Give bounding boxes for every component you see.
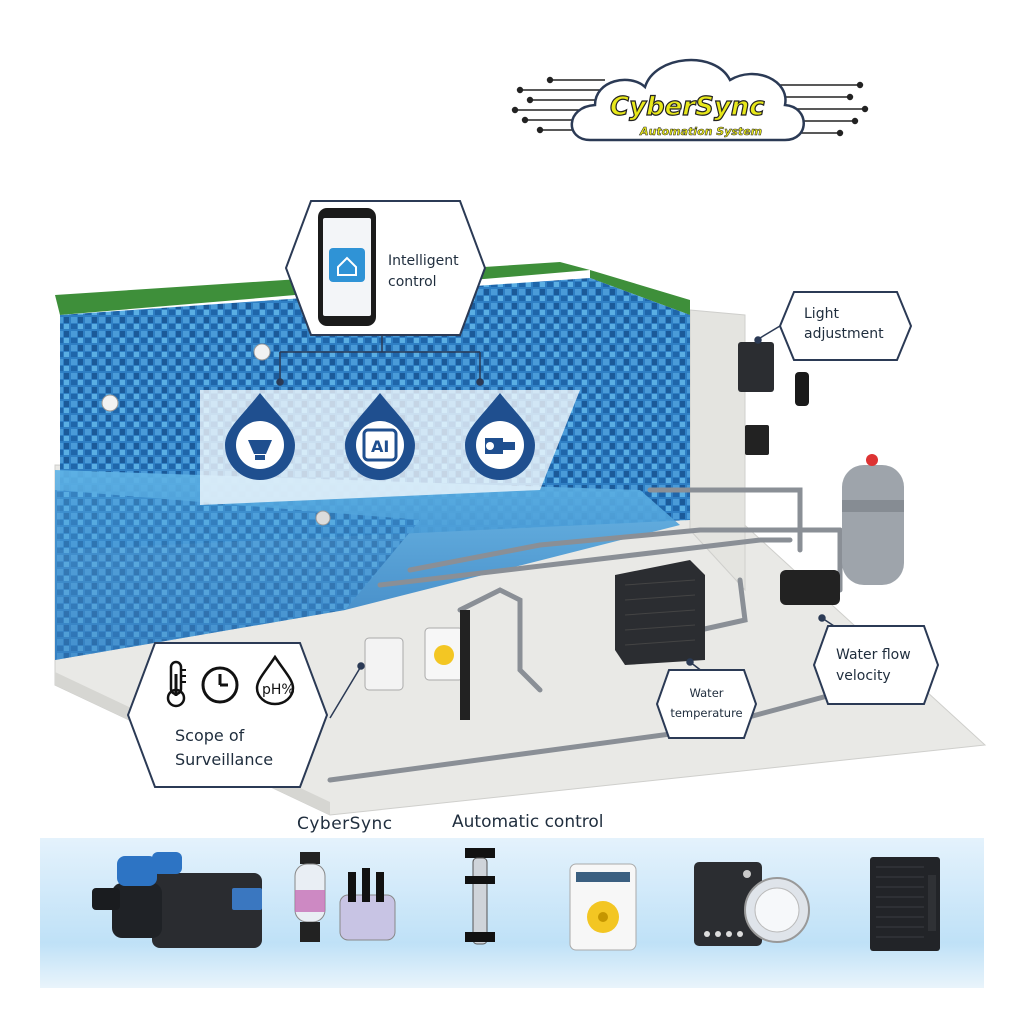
logo-graphic: CyberSync Automation System (511, 58, 869, 142)
callout-temp-line2: temperature (670, 706, 743, 720)
light-controller (738, 342, 774, 392)
svg-text:AI: AI (371, 437, 389, 456)
pool-light-icon (101, 394, 119, 412)
logo-tagline: Automation System (639, 125, 762, 138)
callout-flow-line2: velocity (836, 668, 891, 684)
clock-icon (201, 666, 239, 704)
chlorinator-unit (364, 637, 404, 691)
smartphone-icon (318, 208, 376, 326)
logo: CyberSync Automation System (510, 35, 870, 160)
feature-icon-ai: AI (345, 393, 415, 480)
callout-scope-line1: Scope of (175, 726, 245, 745)
label-cybersync: CyberSync (297, 814, 393, 834)
callout-scope-line2: Surveillance (175, 750, 274, 769)
pool-drain-icon (315, 510, 331, 526)
callout-intelligent-line2: control (388, 274, 437, 290)
product-uv-sterilizer (465, 848, 495, 945)
smart-home-app-icon (329, 248, 365, 282)
light-transformer (745, 425, 769, 455)
callout-water-flow-velocity: Water flow velocity (812, 624, 940, 706)
logo-brand: CyberSync (610, 92, 765, 122)
label-automatic-control: Automatic control (452, 812, 604, 832)
ph-drop-icon: pH% (255, 654, 295, 706)
product-heat-pump (870, 857, 940, 951)
feature-icon-pump (465, 393, 535, 480)
house-icon (337, 256, 357, 276)
callout-water-temperature: Water temperature (655, 668, 758, 740)
callout-light-line1: Light (804, 306, 839, 322)
pump-unit (780, 570, 840, 605)
callout-light-line2: adjustment (804, 326, 884, 342)
ph-label: pH% (262, 682, 295, 698)
product-pool-pump (92, 852, 262, 948)
uv-sterilizer-unit (460, 610, 470, 720)
callout-temp-line1: Water (689, 686, 724, 700)
pool-light-icon (253, 343, 271, 361)
feature-icon-lighting (225, 393, 295, 480)
callout-light-adjustment: Light adjustment (778, 290, 913, 362)
product-controller-light (694, 862, 810, 946)
callout-scope-of-surveillance: pH% Scope of Surveillance (125, 640, 330, 790)
product-dosing-pump (569, 863, 637, 951)
remote-control-icon (795, 372, 809, 406)
callout-flow-line1: Water flow (836, 647, 911, 663)
callout-intelligent-control: Intelligent control (283, 198, 488, 338)
sand-filter-tank (842, 465, 904, 585)
callout-intelligent-line1: Intelligent (388, 253, 459, 269)
product-salt-chlorinator (294, 852, 396, 942)
thermometer-icon (166, 660, 186, 708)
